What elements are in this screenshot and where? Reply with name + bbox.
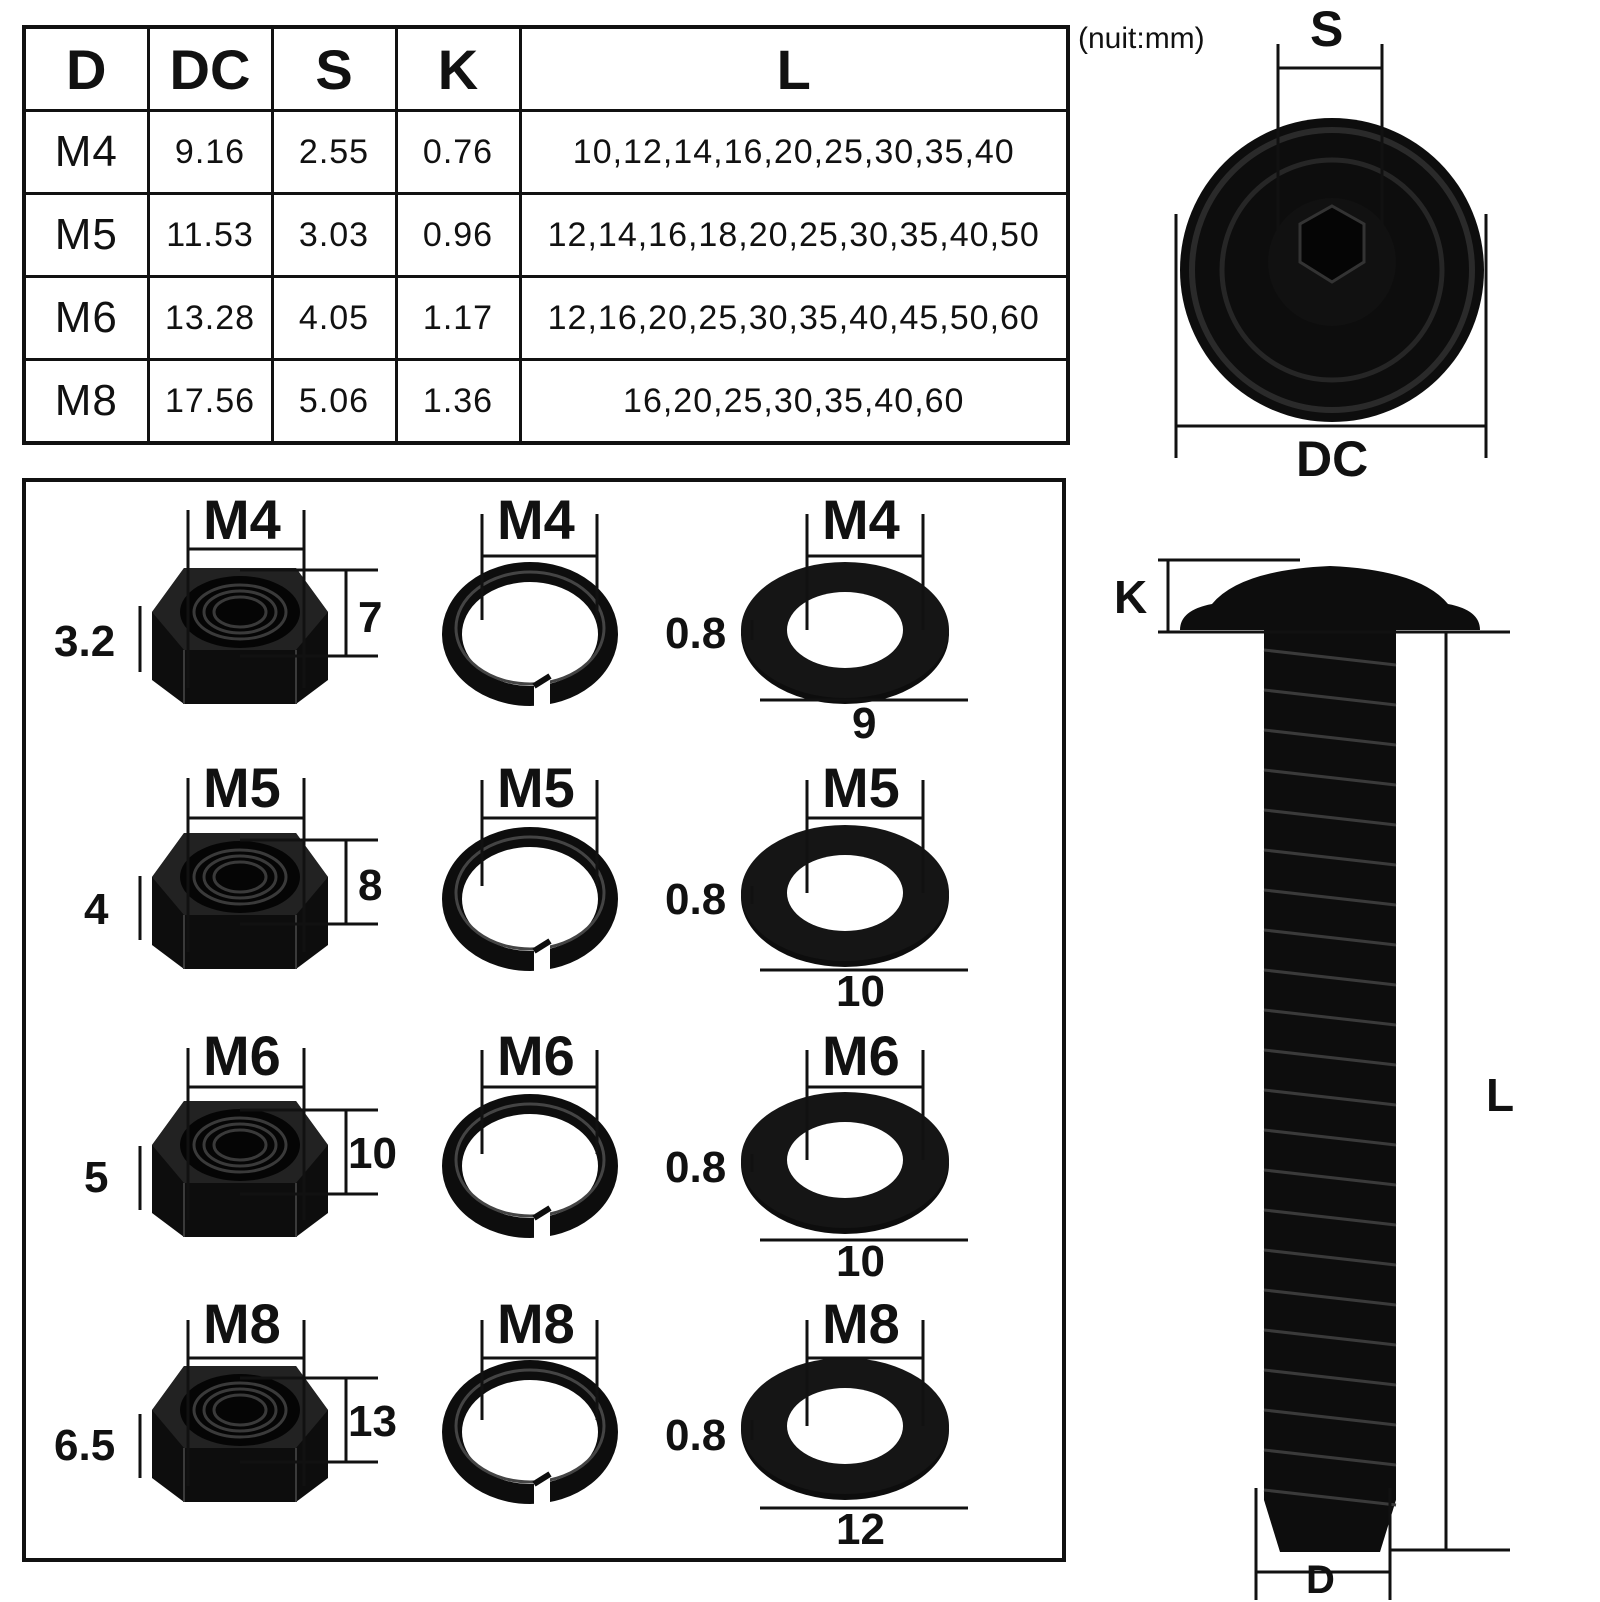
unit-note: (nuit:mm) — [1078, 22, 1205, 55]
nut-thickness-label: 5 — [84, 1153, 109, 1202]
cell-s: 5.06 — [270, 358, 398, 445]
lockwasher-size-label: M6 — [497, 1024, 575, 1087]
cell-d: M4 — [22, 109, 150, 195]
cell-d: M8 — [22, 358, 150, 445]
nut-size-label: M8 — [203, 1292, 281, 1355]
cell-dc: 9.16 — [146, 109, 274, 195]
cell-l: 12,16,20,25,30,35,40,45,50,60 — [518, 275, 1070, 361]
washer-thickness-label: 0.8 — [665, 1411, 727, 1460]
washer-od-label: 10 — [836, 967, 885, 1016]
cell-d: M5 — [22, 192, 150, 278]
header-s: S — [270, 25, 398, 112]
nut-width-label: 13 — [348, 1397, 397, 1446]
washer-size-label: M4 — [822, 488, 900, 551]
cell-s: 3.03 — [270, 192, 398, 278]
lockwasher-size-label: M4 — [497, 488, 575, 551]
cell-s: 2.55 — [270, 109, 398, 195]
cell-dc: 17.56 — [146, 358, 274, 445]
nut-size-label: M6 — [203, 1024, 281, 1087]
header-d: D — [22, 25, 150, 112]
screw-side-view — [1158, 558, 1510, 1600]
washer-thickness-label: 0.8 — [665, 875, 727, 924]
cell-k: 0.96 — [394, 192, 522, 278]
cell-l: 16,20,25,30,35,40,60 — [518, 358, 1070, 445]
header-k: K — [394, 25, 522, 112]
screw-top-view — [1174, 44, 1488, 458]
cell-k: 1.17 — [394, 275, 522, 361]
cell-k: 0.76 — [394, 109, 522, 195]
lockwasher-size-label: M5 — [497, 756, 575, 819]
screw-k-label: K — [1114, 571, 1148, 623]
washer-thickness-label: 0.8 — [665, 1143, 727, 1192]
nut-width-label: 10 — [348, 1129, 397, 1178]
washer-od-label: 12 — [836, 1505, 885, 1554]
screw-l-label: L — [1486, 1069, 1515, 1121]
nut-size-label: M4 — [203, 488, 281, 551]
washer-size-label: M5 — [822, 756, 900, 819]
table-row: M5 11.53 3.03 0.96 12,14,16,18,20,25,30,… — [22, 192, 1070, 278]
table-header-row: D DC S K L — [22, 25, 1070, 112]
screw-s-label: S — [1310, 1, 1344, 57]
nut-width-label: 8 — [358, 861, 383, 910]
header-l: L — [518, 25, 1070, 112]
cell-s: 4.05 — [270, 275, 398, 361]
cell-l: 10,12,14,16,20,25,30,35,40 — [518, 109, 1070, 195]
washer-thickness-label: 0.8 — [665, 609, 727, 658]
washer-od-label: 9 — [852, 699, 877, 748]
lockwasher-size-label: M8 — [497, 1292, 575, 1355]
cell-dc: 11.53 — [146, 192, 274, 278]
washer-size-label: M6 — [822, 1024, 900, 1087]
washer-size-label: M8 — [822, 1292, 900, 1355]
nut-thickness-label: 4 — [84, 885, 109, 934]
cell-d: M6 — [22, 275, 150, 361]
table-row: M8 17.56 5.06 1.36 16,20,25,30,35,40,60 — [22, 358, 1070, 445]
nut-size-label: M5 — [203, 756, 281, 819]
nut-width-label: 7 — [358, 593, 383, 642]
spec-table: D DC S K L M4 9.16 2.55 0.76 10,12,14,16… — [22, 25, 1070, 445]
nut-thickness-label: 3.2 — [54, 617, 116, 666]
table-row: M4 9.16 2.55 0.76 10,12,14,16,20,25,30,3… — [22, 109, 1070, 195]
screw-d-label: D — [1306, 1558, 1335, 1602]
screw-dc-label: DC — [1296, 431, 1369, 487]
washer-od-label: 10 — [836, 1237, 885, 1286]
header-dc: DC — [146, 25, 274, 112]
nut-thickness-label: 6.5 — [54, 1421, 116, 1470]
cell-l: 12,14,16,18,20,25,30,35,40,50 — [518, 192, 1070, 278]
table-row: M6 13.28 4.05 1.17 12,16,20,25,30,35,40,… — [22, 275, 1070, 361]
cell-k: 1.36 — [394, 358, 522, 445]
cell-dc: 13.28 — [146, 275, 274, 361]
parts-panel — [22, 478, 1066, 1562]
